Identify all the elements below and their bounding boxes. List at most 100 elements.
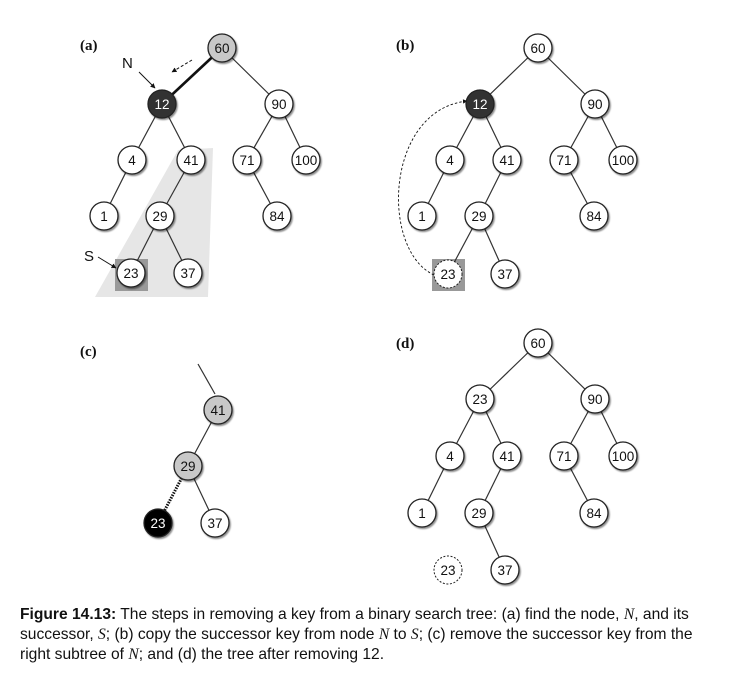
panel-label-d: (d)	[396, 336, 414, 352]
caption-text: ; (b) copy the successor key from node	[105, 626, 379, 643]
caption-var-S: S	[98, 626, 106, 643]
node-key: 100	[612, 449, 635, 464]
node-circle	[435, 441, 465, 471]
node-key: 100	[295, 153, 318, 168]
edge-from-parent	[197, 363, 216, 395]
tree-node: 84	[262, 201, 292, 231]
node-key: 12	[472, 97, 487, 112]
node-key: 29	[152, 209, 167, 224]
node-key: 41	[183, 153, 198, 168]
node-circle	[608, 441, 638, 471]
node-key: 71	[556, 449, 571, 464]
tree-node: 4	[117, 145, 147, 175]
node-key: 4	[446, 449, 454, 464]
node-circle	[173, 258, 203, 288]
tree-node: 37	[173, 258, 203, 288]
tree-node: 60	[207, 33, 237, 63]
node-circle	[549, 145, 579, 175]
tree-node: 90	[580, 89, 610, 119]
node-key: 41	[499, 153, 514, 168]
node-circle	[579, 201, 609, 231]
node-circle	[435, 145, 465, 175]
caption-var-N: N	[623, 606, 635, 623]
tree-node: 41	[203, 395, 233, 425]
tree-node: 37	[490, 555, 520, 585]
node-circle	[407, 498, 437, 528]
tree-node: 23	[433, 259, 463, 289]
node-key: 1	[418, 209, 426, 224]
tree-node: 71	[232, 145, 262, 175]
node-key: 37	[207, 516, 222, 531]
tree-node: 84	[579, 498, 609, 528]
node-key: 84	[586, 209, 602, 224]
panel-label-a: (a)	[80, 38, 98, 54]
node-key: 23	[123, 266, 138, 281]
caption-text: The steps in removing a key from a binar…	[116, 606, 624, 623]
tree-node: 12	[465, 89, 495, 119]
node-key: 60	[214, 41, 229, 56]
node-circle	[117, 145, 147, 175]
node-circle	[580, 384, 610, 414]
node-key: 29	[471, 209, 486, 224]
node-key: 23	[150, 516, 165, 531]
node-circle	[232, 145, 262, 175]
tree-node: 37	[490, 259, 520, 289]
figure-caption: Figure 14.13: The steps in removing a ke…	[20, 605, 720, 665]
node-circle	[203, 395, 233, 425]
tree-node: 4	[435, 145, 465, 175]
node-key: 29	[471, 506, 486, 521]
tree-node: 90	[264, 89, 294, 119]
tree-node: 90	[580, 384, 610, 414]
node-key: 60	[530, 41, 545, 56]
node-key: 23	[440, 563, 455, 578]
node-key: 4	[128, 153, 136, 168]
panel-label-c: (c)	[80, 344, 97, 360]
node-circle	[433, 259, 463, 289]
node-key: 41	[210, 403, 225, 418]
search-path-arrow	[171, 59, 193, 73]
caption-var-N: N	[378, 626, 390, 643]
tree-node: 100	[291, 145, 321, 175]
node-key: 37	[497, 563, 512, 578]
tree-node: 1	[89, 201, 119, 231]
node-circle	[523, 33, 553, 63]
node-circle	[490, 259, 520, 289]
tree-node: 23	[465, 384, 495, 414]
caption-text: ; (c) remove the successor key from the …	[20, 626, 693, 663]
node-key: 71	[239, 153, 254, 168]
tree-node: 23	[116, 258, 146, 288]
node-circle	[147, 89, 177, 119]
tree-node: 41	[492, 441, 522, 471]
node-circle	[173, 451, 203, 481]
S-pointer-arrow	[97, 256, 117, 269]
tree-node: 100	[608, 145, 638, 175]
node-circle	[523, 328, 553, 358]
tree-node: 23	[433, 555, 463, 585]
tree-node: 1	[407, 201, 437, 231]
tree-node: 29	[464, 201, 494, 231]
node-circle	[492, 441, 522, 471]
tree-node: 29	[145, 201, 175, 231]
tree-node: 41	[176, 145, 206, 175]
node-circle	[549, 441, 579, 471]
node-key: 41	[499, 449, 514, 464]
label-N: N	[122, 55, 133, 72]
caption-lead: Figure 14.13:	[20, 606, 117, 623]
node-circle	[207, 33, 237, 63]
node-key: 23	[472, 392, 487, 407]
node-circle	[407, 201, 437, 231]
caption-text: , and its successor,	[20, 606, 689, 643]
label-S: S	[84, 248, 94, 265]
caption-var-S: S	[410, 626, 419, 643]
node-key: 1	[418, 506, 426, 521]
node-circle	[464, 498, 494, 528]
node-circle	[176, 145, 206, 175]
tree-node: 12	[147, 89, 177, 119]
node-circle	[465, 384, 495, 414]
node-circle	[143, 508, 173, 538]
caption-text: to	[389, 626, 411, 643]
tree-node: 29	[464, 498, 494, 528]
node-circle	[465, 89, 495, 119]
